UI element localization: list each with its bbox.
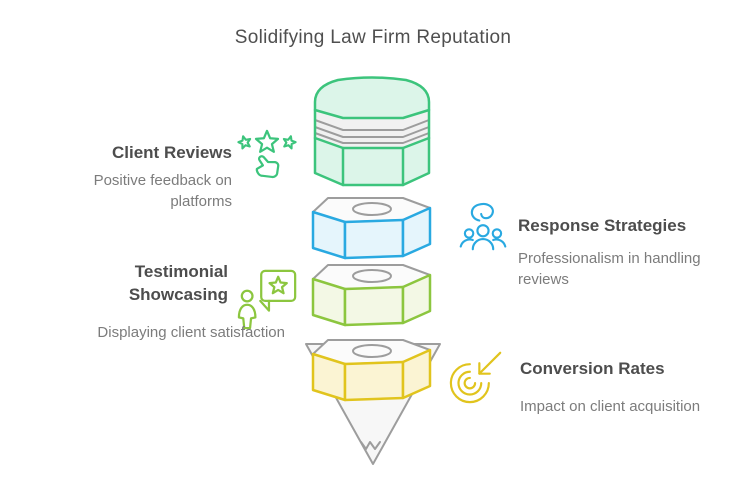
item-desc-conversion-rates: Impact on client acquisition (520, 398, 701, 415)
stars-rating-icon (236, 129, 298, 179)
item-heading-conversion-rates: Conversion Rates (520, 359, 665, 378)
item-heading-client-reviews: Client Reviews (112, 143, 232, 162)
item-desc-response-strategies: Professionalism in handling reviews (518, 250, 701, 288)
page-title: Solidifying Law Firm Reputation (234, 27, 512, 48)
item-desc-testimonial-showcasing: Displaying client satisfaction (97, 324, 285, 341)
hex-nut-1-segment (311, 197, 432, 260)
item-heading-testimonial-showcasing: Testimonial Showcasing (128, 262, 228, 304)
item-heading-response-strategies: Response Strategies (518, 216, 687, 235)
target-arrow-icon (449, 351, 502, 404)
hex-nut-3-segment (311, 339, 432, 402)
screw-head-segment (313, 76, 431, 187)
person-testimonial-icon (237, 269, 297, 330)
screw-funnel-graphic (305, 76, 441, 465)
people-discussion-icon (459, 202, 507, 251)
hex-nut-2-segment (311, 264, 432, 327)
item-desc-client-reviews: Positive feedback on platforms (93, 172, 232, 210)
